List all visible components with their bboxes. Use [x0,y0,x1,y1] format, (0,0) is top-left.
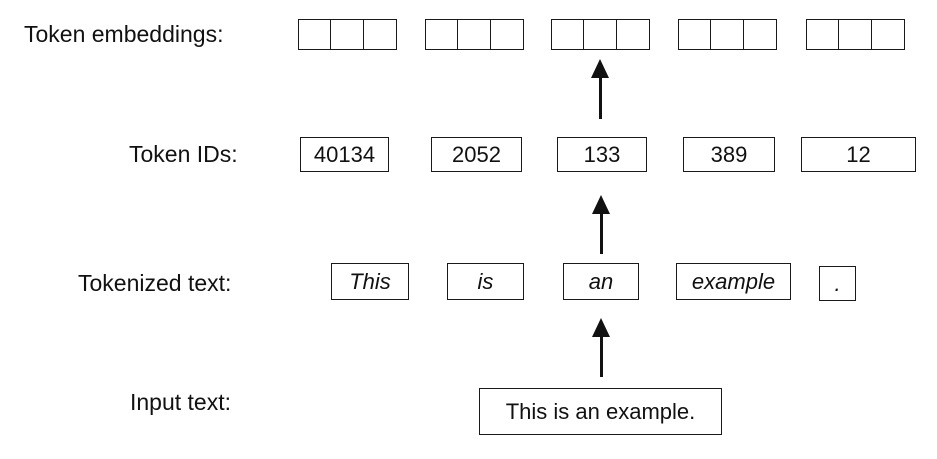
embedding-cell [298,19,332,50]
token-box: example [676,263,791,300]
embedding-cell [678,19,712,50]
embedding-cell [615,19,650,50]
embedding-cell [330,19,365,50]
token-id-box: 2052 [431,137,522,172]
token-id-box: 389 [683,137,775,172]
embedding-cell [838,19,873,50]
label-token-ids: Token IDs: [129,141,238,167]
token-box: This [331,263,409,300]
embedding-cell [870,19,905,50]
embedding-cell [425,19,459,50]
token-id-box: 133 [557,137,647,172]
token-box: an [563,263,639,300]
embedding-vector-2 [425,19,524,50]
embedding-cell [457,19,492,50]
embedding-cell [551,19,585,50]
embedding-vector-4 [678,19,777,50]
label-token-embeddings: Token embeddings: [24,21,224,47]
token-id-box: 40134 [300,137,389,172]
token-box: . [819,266,856,301]
embedding-vector-5 [806,19,905,50]
embedding-cell [362,19,397,50]
token-id-box: 12 [801,137,916,172]
embedding-cell [742,19,777,50]
arrow-up-icon [591,59,609,119]
label-tokenized-text: Tokenized text: [78,270,232,296]
token-box: is [447,263,524,300]
arrow-up-icon [592,195,610,254]
embedding-cell [806,19,840,50]
input-text-box: This is an example. [479,388,722,435]
embedding-cell [710,19,745,50]
embedding-cell [583,19,618,50]
embedding-cell [489,19,524,50]
label-input-text: Input text: [130,389,232,415]
arrow-up-icon [592,318,610,377]
embedding-vector-3 [551,19,650,50]
embedding-vector-1 [298,19,397,50]
